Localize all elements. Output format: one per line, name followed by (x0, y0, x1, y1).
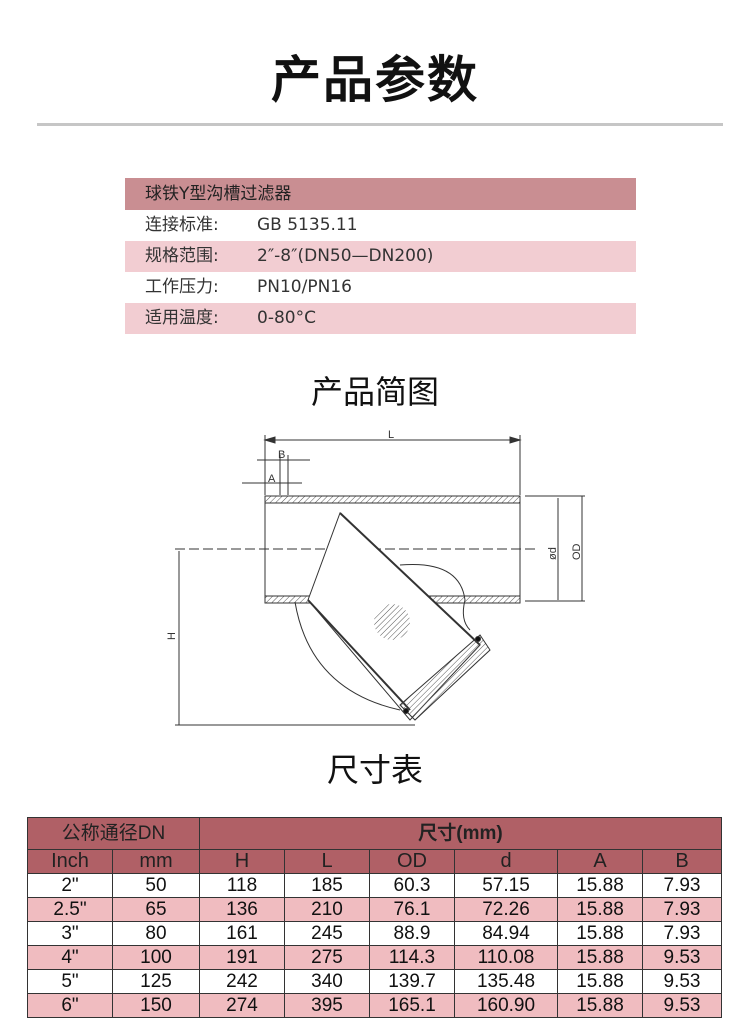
cell: 15.88 (557, 897, 643, 922)
cell: 5" (27, 969, 113, 994)
cell: 275 (284, 945, 370, 970)
cell: 15.88 (557, 921, 643, 946)
spec-value: GB 5135.11 (257, 215, 358, 235)
cell: 15.88 (557, 969, 643, 994)
cell: 57.15 (454, 873, 558, 898)
cell: 110.08 (454, 945, 558, 970)
cell: 242 (199, 969, 285, 994)
spec-row-range: 规格范围: 2″-8″(DN50—DN200) (125, 241, 636, 272)
title-divider (37, 123, 723, 126)
cell: 15.88 (557, 993, 643, 1018)
cell: 72.26 (454, 897, 558, 922)
cell: 185 (284, 873, 370, 898)
diagram-section-title: 产品简图 (310, 373, 439, 411)
spec-label: 连接标准: (145, 215, 219, 235)
col-B: B (642, 849, 722, 874)
label-B: B (278, 449, 285, 461)
cell: 245 (284, 921, 370, 946)
label-L: L (388, 429, 394, 441)
cell: 395 (284, 993, 370, 1018)
cell: 135.48 (454, 969, 558, 994)
page-title: 产品参数 (271, 51, 479, 109)
spec-row-temperature: 适用温度: 0-80°C (125, 303, 636, 334)
cell: 6" (27, 993, 113, 1018)
cell: 7.93 (642, 921, 722, 946)
cell: 2.5" (27, 897, 113, 922)
spec-value: 2″-8″(DN50—DN200) (257, 246, 434, 266)
cell: 161 (199, 921, 285, 946)
group-header-nominal: 公称通径DN (27, 817, 200, 850)
col-d: d (454, 849, 558, 874)
label-d: ød (547, 547, 559, 560)
cell: 340 (284, 969, 370, 994)
dimension-section-title: 尺寸表 (326, 751, 423, 789)
cell: 15.88 (557, 945, 643, 970)
spec-table: 球铁Y型沟槽过滤器 连接标准: GB 5135.11 规格范围: 2″-8″(D… (125, 178, 636, 334)
col-A: A (557, 849, 643, 874)
spec-row-standard: 连接标准: GB 5135.11 (125, 210, 636, 241)
spec-row-pressure: 工作压力: PN10/PN16 (125, 272, 636, 303)
cell: 65 (112, 897, 200, 922)
cell: 210 (284, 897, 370, 922)
cell: 15.88 (557, 873, 643, 898)
cell: 84.94 (454, 921, 558, 946)
cell: 114.3 (369, 945, 455, 970)
col-OD: OD (369, 849, 455, 874)
cell: 4" (27, 945, 113, 970)
label-A: A (268, 473, 276, 485)
col-L: L (284, 849, 370, 874)
cell: 80 (112, 921, 200, 946)
table-column-header: Inch mm H L OD d A B (27, 849, 722, 874)
cell: 160.90 (454, 993, 558, 1018)
label-H: H (166, 632, 178, 640)
spec-table-title: 球铁Y型沟槽过滤器 (125, 178, 636, 210)
label-OD: OD (571, 543, 583, 560)
spec-value: PN10/PN16 (257, 277, 352, 297)
group-header-size: 尺寸(mm) (199, 817, 722, 850)
cell: 7.93 (642, 873, 722, 898)
col-inch: Inch (27, 849, 113, 874)
cell: 9.53 (642, 945, 722, 970)
spec-value: 0-80°C (257, 308, 316, 328)
cell: 50 (112, 873, 200, 898)
table-group-header: 公称通径DN 尺寸(mm) (27, 817, 722, 850)
col-mm: mm (112, 849, 200, 874)
cell: 150 (112, 993, 200, 1018)
cell: 9.53 (642, 969, 722, 994)
cell: 76.1 (369, 897, 455, 922)
cell: 9.53 (642, 993, 722, 1018)
cell: 7.93 (642, 897, 722, 922)
cell: 191 (199, 945, 285, 970)
cell: 3" (27, 921, 113, 946)
cell: 100 (112, 945, 200, 970)
cell: 165.1 (369, 993, 455, 1018)
cell: 60.3 (369, 873, 455, 898)
cell: 88.9 (369, 921, 455, 946)
spec-label: 规格范围: (145, 246, 219, 266)
col-H: H (199, 849, 285, 874)
cell: 136 (199, 897, 285, 922)
cell: 125 (112, 969, 200, 994)
spec-label: 适用温度: (145, 308, 219, 328)
cell: 274 (199, 993, 285, 1018)
cell: 139.7 (369, 969, 455, 994)
strainer-diagram: L B A H ød OD (166, 429, 585, 726)
cell: 118 (199, 873, 285, 898)
spec-label: 工作压力: (145, 277, 219, 297)
cell: 2" (27, 873, 113, 898)
